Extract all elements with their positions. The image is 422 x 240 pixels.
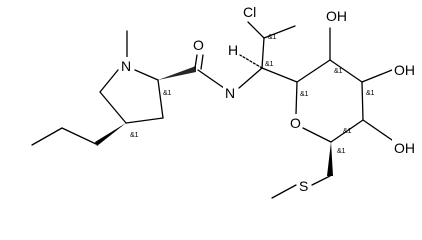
atom-oh-2: OH: [394, 62, 415, 78]
stereo-label: &1: [343, 128, 352, 135]
bond-carbonyl-c-o-1: [194, 54, 198, 69]
stereo-label: &1: [130, 132, 139, 139]
stereo-label: &1: [366, 90, 375, 97]
atom-o-carbonyl: O: [193, 37, 204, 53]
structure-diagram: Cl H OH OH OH N N O O S &1 &1 &1 &1 &1 &…: [31, 3, 416, 199]
atom-h-top: H: [228, 42, 238, 58]
bond-sugar-c1-o: [302, 127, 332, 143]
stereo-label: &1: [268, 34, 277, 41]
bond-carbonyl-c-n: [197, 69, 225, 89]
bond-c-sugar: [261, 67, 298, 83]
bond-sugar-c3-c2: [361, 81, 364, 121]
bond-n-c-chiral: [238, 67, 263, 89]
atom-s: S: [299, 178, 308, 194]
bond-ccl-methyl: [263, 25, 296, 39]
stereo-label: &1: [334, 68, 343, 75]
stereo-label: &1: [163, 90, 172, 97]
atom-o-ring: O: [290, 115, 301, 131]
bond-ring-n-c2: [134, 69, 159, 81]
bond-ring-c4-c5: [99, 91, 127, 124]
bond-c2-oh: [362, 119, 393, 141]
atom-n-ring: N: [121, 58, 131, 74]
bond-sugar-o-c5: [295, 81, 298, 115]
atom-oh-1: OH: [326, 8, 347, 24]
bond-sugar-c2-c1: [330, 119, 364, 143]
bond-sugar-c4-c3: [329, 59, 363, 83]
stereo-label: &1: [265, 61, 274, 68]
atom-nh: N: [225, 85, 235, 101]
bond-ring-c5-n: [99, 69, 119, 93]
atom-labels: Cl H OH OH OH N N O O S: [119, 3, 416, 194]
bond-anomeric-wedge: [327, 142, 333, 176]
bond-propyl-3: [31, 127, 63, 146]
bond-carbonyl-c-o-2: [200, 54, 204, 70]
bond-alpha-dash: [158, 66, 196, 80]
bond-sugar-c5-c4: [296, 59, 331, 83]
atom-cl: Cl: [243, 4, 256, 20]
bond-propyl-wedge: [95, 123, 126, 146]
atom-oh-3: OH: [394, 140, 415, 156]
stereo-label: &1: [300, 91, 309, 98]
bond-c-h: [239, 54, 263, 69]
stereo-label: &1: [337, 148, 346, 155]
bond-c3-oh: [361, 69, 393, 83]
bond-propyl-2: [61, 127, 97, 145]
bond-ccl-cl: [247, 21, 265, 39]
bond-c-ccl: [261, 37, 265, 69]
bond-layer: [31, 21, 393, 199]
stereo-labels: &1 &1 &1 &1 &1 &1 &1 &1 &1: [130, 34, 375, 155]
bond-ring-c3-c4: [125, 117, 164, 124]
bond-s-methyl: [271, 184, 297, 199]
bond-s-c: [311, 175, 331, 186]
bond-ring-c2-c3: [157, 79, 164, 119]
